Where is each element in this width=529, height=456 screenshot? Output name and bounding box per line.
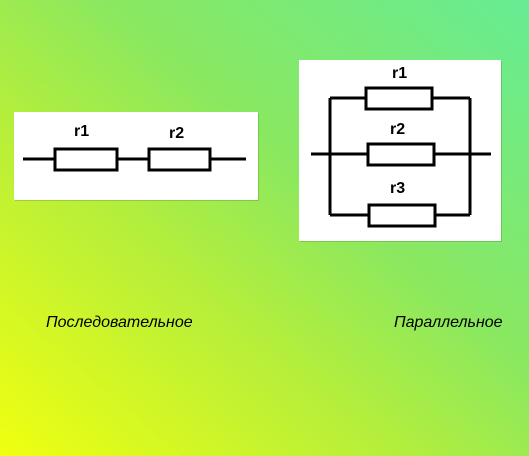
series-circuit-diagram: r1 r2 [23, 123, 246, 172]
series-label-r1: r1 [74, 123, 89, 140]
parallel-circuit-diagram: r1 r2 r3 [311, 65, 491, 228]
parallel-resistor-r3 [367, 203, 437, 228]
series-circuit-panel: r1 r2 [14, 112, 258, 200]
parallel-resistor-r1 [364, 86, 434, 111]
parallel-label-r3: r3 [390, 180, 405, 197]
series-resistor-r2 [147, 147, 212, 172]
parallel-resistor-r2 [366, 142, 436, 167]
series-caption: Последовательное [46, 314, 193, 331]
parallel-caption: Параллельное [394, 314, 503, 331]
series-label-r2: r2 [169, 125, 184, 142]
parallel-label-r2: r2 [390, 121, 405, 138]
parallel-circuit-panel: r1 r2 r3 [299, 60, 501, 241]
series-resistor-r1 [53, 147, 119, 172]
parallel-label-r1: r1 [392, 65, 407, 82]
